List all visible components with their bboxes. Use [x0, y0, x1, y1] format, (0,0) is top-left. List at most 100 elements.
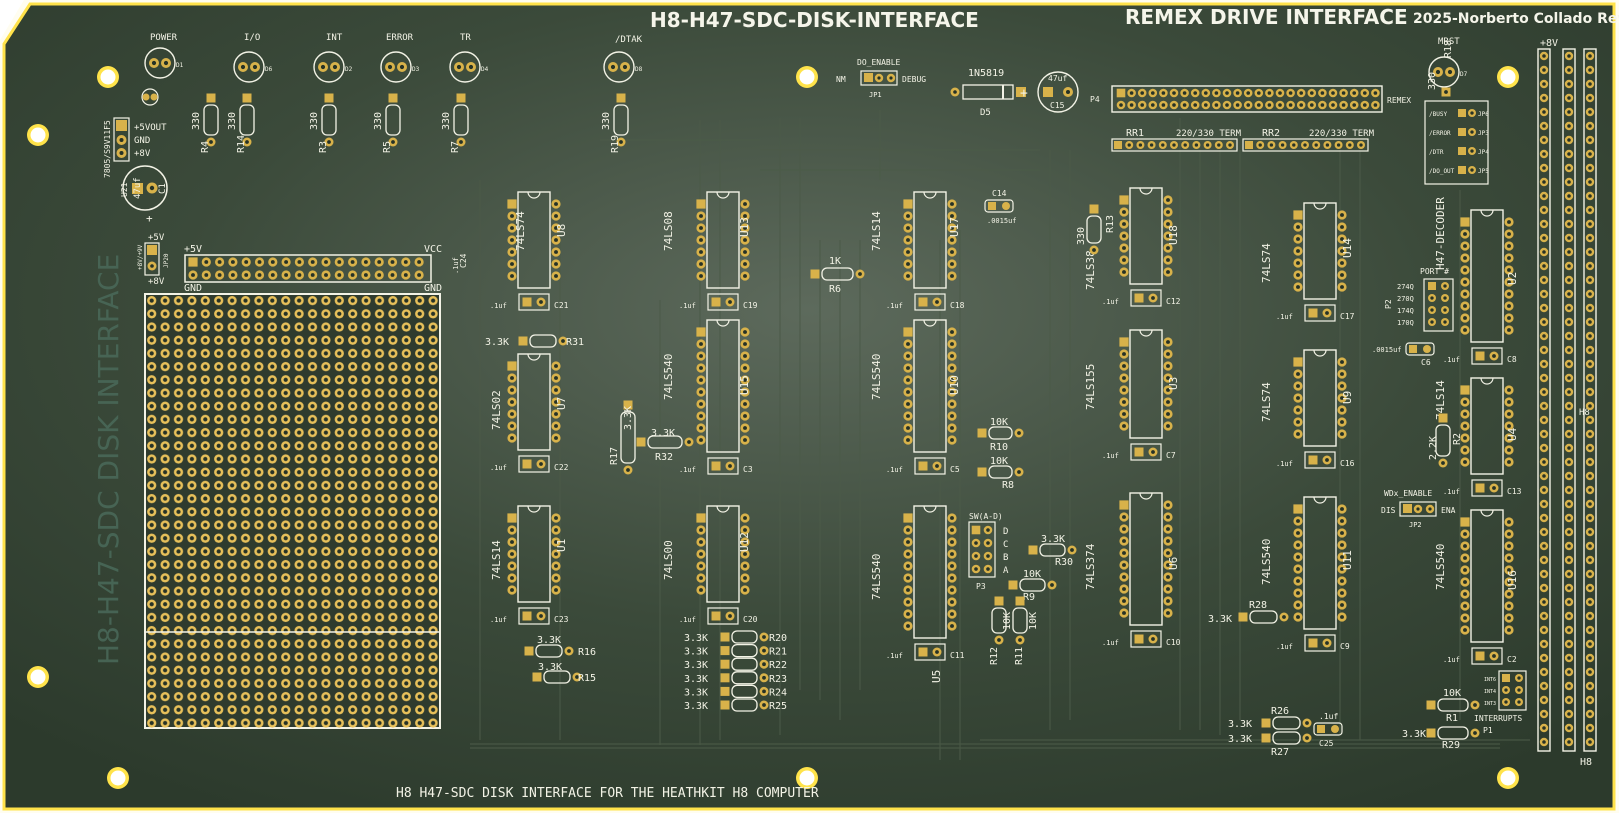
led-ref: D4 [481, 66, 489, 73]
ic-part-number: 74LS540 [870, 354, 883, 400]
c25-value: .1uf [1319, 712, 1338, 721]
resistor-networks: RR1 220/330 TERM RR2 220/330 TERM [1111, 128, 1375, 152]
led-label: MRST [1438, 37, 1460, 47]
rr2-label: 220/330 TERM [1309, 129, 1375, 139]
p4-label: REMEX [1387, 96, 1411, 105]
resistor-ref: R28 [1249, 600, 1267, 611]
led-label: ERROR [386, 33, 414, 43]
ic-part-number: 74LS540 [662, 354, 675, 400]
resistor-group: 330R4330R14330R3330R5330R7330R19330R183.… [191, 40, 1480, 758]
ic-ref: U10 [948, 375, 961, 395]
resistor-ref: R8 [1002, 480, 1014, 491]
wdx-enable-jumper[interactable]: WDx_ENABLE DIS ENA JP2 [1381, 489, 1456, 529]
bypass-cap-ref: C3 [743, 465, 753, 474]
c24-ref: C24 [459, 253, 468, 268]
d5-part: 1N5819 [968, 68, 1004, 79]
ic-part-number: 74LS540 [1260, 539, 1273, 585]
c1-value: 47uf [133, 177, 143, 199]
do-enable-jumper[interactable]: DO_ENABLE NM DEBUG JP1 [836, 58, 926, 99]
c14-ref: C14 [992, 189, 1007, 198]
bypass-cap-ref: C17 [1340, 312, 1355, 321]
ic-part-number: 74LS00 [662, 540, 675, 580]
resistor-value: 330 [373, 112, 384, 130]
bypass-cap-value: .1uf [490, 464, 507, 472]
resistor-ref: R12 [989, 647, 1000, 665]
ic-ref: U1 [555, 539, 568, 552]
bypass-cap-ref: C19 [743, 301, 758, 310]
ic-ref: U3 [1167, 377, 1180, 390]
resistor-value: 3.3K [684, 687, 708, 698]
ic-part-number: 74LS74 [1260, 243, 1273, 283]
ic-part-number: 74LS08 [662, 211, 675, 251]
resistor-value: 10K [990, 417, 1008, 428]
resistor-ref: R9 [1023, 592, 1035, 603]
resistor-r8: 10K R8 [977, 456, 1024, 491]
ic-part-number: 74LS14 [490, 540, 503, 580]
debug-jumper-label: /ERROR [1429, 130, 1451, 137]
bypass-cap-ref: C5 [950, 465, 960, 474]
capacitor-c6: .0015uf C6 [1372, 342, 1435, 367]
board-title: H8-H47-SDC-DISK-INTERFACE [650, 8, 979, 32]
debug-jumper-ref: JP3 [1478, 130, 1489, 137]
led-group: D1POWERD6I/OD2INTD3ERRORD4TRD8/DTAKD7MRS… [144, 33, 1468, 88]
interrupt-pin-label: INT6 [1484, 677, 1496, 683]
reg-pin-3: +8V [134, 149, 151, 159]
bypass-cap-value: .1uf [886, 466, 903, 474]
resistor-value: 330 [1427, 72, 1438, 90]
bypass-cap-ref: C21 [554, 301, 569, 310]
bypass-cap-value: .1uf [1443, 356, 1460, 364]
resistor-value: 330 [601, 112, 612, 130]
resistor-value: 330 [441, 112, 452, 130]
ic-ref: U5 [930, 670, 943, 683]
resistor-ref: R18 [1443, 40, 1454, 58]
resistor-ref: R15 [578, 673, 596, 684]
resistor-value: 10K [1028, 612, 1039, 630]
resistor-value: 3.3K [684, 647, 708, 658]
resistor-value: 330 [1076, 227, 1087, 245]
jp20-label-3: +5V [148, 233, 165, 243]
debug-jumper-ref: JP6 [1478, 111, 1489, 118]
led-ref: D7 [1460, 71, 1468, 78]
resistor-ref: R2 [1452, 433, 1463, 445]
led-label: I/O [244, 33, 260, 43]
resistor-value: 10K [1443, 688, 1461, 699]
bypass-cap-ref: C12 [1166, 297, 1181, 306]
ic-ref: U9 [1341, 391, 1354, 404]
bypass-cap-value: .1uf [1102, 639, 1119, 647]
resistor-value: 10K [990, 456, 1008, 467]
interrupts-label: INTERRUPTS [1474, 714, 1522, 723]
led-label: POWER [150, 33, 178, 43]
jp2-left: DIS [1381, 506, 1396, 515]
board-subtitle: REMEX DRIVE INTERFACE [1125, 5, 1408, 29]
resistor-ref: R14 [236, 135, 247, 153]
bypass-cap-ref: C18 [950, 301, 965, 310]
board-watermark: H8-H47-SDC DISK INTERFACE [92, 254, 125, 665]
bypass-cap-ref: C10 [1166, 638, 1181, 647]
c1-ref: C1 [158, 183, 168, 194]
resistor-ref: R3 [318, 141, 329, 153]
